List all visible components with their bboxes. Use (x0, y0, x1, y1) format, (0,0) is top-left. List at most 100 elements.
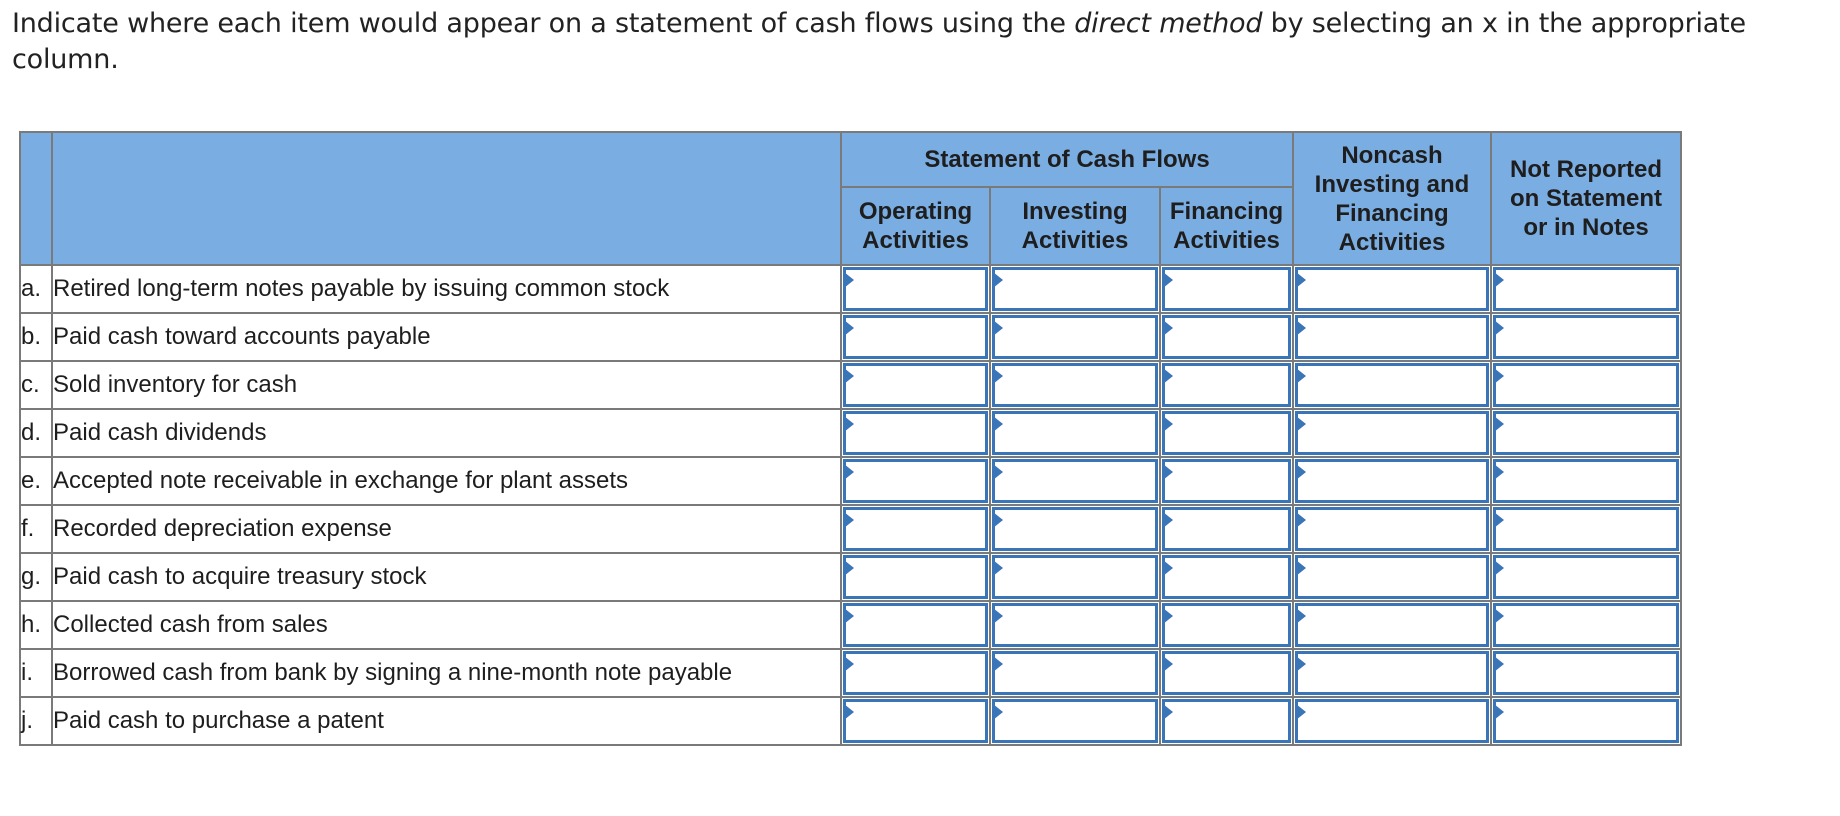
select-noncash[interactable] (1295, 363, 1489, 407)
dropdown-flag-icon (1296, 272, 1306, 288)
item-description: Paid cash toward accounts payable (51, 312, 842, 362)
select-financing[interactable] (1162, 363, 1291, 407)
select-financing[interactable] (1162, 555, 1291, 599)
select-not-reported[interactable] (1493, 363, 1679, 407)
dropdown-flag-icon (1296, 320, 1306, 336)
select-noncash[interactable] (1295, 507, 1489, 551)
select-financing[interactable] (1162, 411, 1291, 455)
header-blank-letter (19, 131, 53, 266)
select-investing[interactable] (992, 315, 1158, 359)
select-operating[interactable] (843, 411, 988, 455)
select-financing[interactable] (1162, 651, 1291, 695)
select-financing[interactable] (1162, 603, 1291, 647)
select-financing[interactable] (1162, 699, 1291, 743)
dropdown-flag-icon (1494, 608, 1504, 624)
select-not-reported[interactable] (1493, 603, 1679, 647)
dropdown-flag-icon (1494, 464, 1504, 480)
select-not-reported[interactable] (1493, 651, 1679, 695)
item-letter: f. (19, 504, 53, 554)
select-not-reported[interactable] (1493, 459, 1679, 503)
select-noncash[interactable] (1295, 315, 1489, 359)
dropdown-flag-icon (844, 272, 854, 288)
header-noncash: Noncash Investing and Financing Activiti… (1292, 131, 1492, 266)
select-not-reported[interactable] (1493, 699, 1679, 743)
dropdown-flag-icon (993, 368, 1003, 384)
select-investing[interactable] (992, 603, 1158, 647)
select-not-reported[interactable] (1493, 507, 1679, 551)
select-operating[interactable] (843, 555, 988, 599)
select-not-reported[interactable] (1493, 267, 1679, 311)
table-row: j. Paid cash to purchase a patent (19, 696, 1682, 746)
dropdown-flag-icon (1163, 272, 1173, 288)
dropdown-flag-icon (1296, 512, 1306, 528)
select-investing[interactable] (992, 651, 1158, 695)
dropdown-flag-icon (1494, 656, 1504, 672)
select-financing[interactable] (1162, 507, 1291, 551)
select-operating[interactable] (843, 267, 988, 311)
select-noncash[interactable] (1295, 411, 1489, 455)
dropdown-flag-icon (993, 608, 1003, 624)
dropdown-flag-icon (844, 464, 854, 480)
select-operating[interactable] (843, 603, 988, 647)
select-investing[interactable] (992, 459, 1158, 503)
table-row: c. Sold inventory for cash (19, 360, 1682, 410)
header-statement-of-cash-flows: Statement of Cash Flows (840, 131, 1294, 188)
select-noncash[interactable] (1295, 603, 1489, 647)
select-operating[interactable] (843, 651, 988, 695)
table-row: i. Borrowed cash from bank by signing a … (19, 648, 1682, 698)
header-operating: Operating Activities (840, 186, 991, 266)
item-letter: j. (19, 696, 53, 746)
select-financing[interactable] (1162, 315, 1291, 359)
dropdown-flag-icon (1296, 656, 1306, 672)
select-operating[interactable] (843, 315, 988, 359)
table-row: f. Recorded depreciation expense (19, 504, 1682, 554)
select-noncash[interactable] (1295, 699, 1489, 743)
item-letter: c. (19, 360, 53, 410)
select-noncash[interactable] (1295, 267, 1489, 311)
dropdown-flag-icon (993, 704, 1003, 720)
dropdown-flag-icon (1163, 560, 1173, 576)
header-financing: Financing Activities (1159, 186, 1294, 266)
instructions: Indicate where each item would appear on… (12, 6, 1792, 78)
item-letter: i. (19, 648, 53, 698)
dropdown-flag-icon (844, 368, 854, 384)
select-investing[interactable] (992, 363, 1158, 407)
dropdown-flag-icon (993, 464, 1003, 480)
select-noncash[interactable] (1295, 651, 1489, 695)
dropdown-flag-icon (993, 272, 1003, 288)
table-row: h. Collected cash from sales (19, 600, 1682, 650)
select-operating[interactable] (843, 459, 988, 503)
select-investing[interactable] (992, 267, 1158, 311)
table-row: a. Retired long-term notes payable by is… (19, 264, 1682, 314)
select-noncash[interactable] (1295, 459, 1489, 503)
dropdown-flag-icon (1494, 560, 1504, 576)
select-investing[interactable] (992, 507, 1158, 551)
dropdown-flag-icon (1163, 320, 1173, 336)
select-noncash[interactable] (1295, 555, 1489, 599)
select-financing[interactable] (1162, 267, 1291, 311)
select-investing[interactable] (992, 411, 1158, 455)
dropdown-flag-icon (993, 656, 1003, 672)
instructions-text-2: by selecting an x in the appropriate col… (12, 8, 1746, 75)
dropdown-flag-icon (993, 320, 1003, 336)
dropdown-flag-icon (1494, 320, 1504, 336)
select-not-reported[interactable] (1493, 555, 1679, 599)
dropdown-flag-icon (1163, 512, 1173, 528)
select-investing[interactable] (992, 699, 1158, 743)
dropdown-flag-icon (1296, 608, 1306, 624)
item-description: Sold inventory for cash (51, 360, 842, 410)
select-operating[interactable] (843, 699, 988, 743)
instructions-emphasis: direct method (1074, 8, 1263, 39)
header-blank-item (51, 131, 842, 266)
item-description: Paid cash to purchase a patent (51, 696, 842, 746)
select-financing[interactable] (1162, 459, 1291, 503)
select-not-reported[interactable] (1493, 315, 1679, 359)
dropdown-flag-icon (1296, 416, 1306, 432)
item-letter: h. (19, 600, 53, 650)
dropdown-flag-icon (1494, 512, 1504, 528)
select-operating[interactable] (843, 507, 988, 551)
item-letter: g. (19, 552, 53, 602)
select-not-reported[interactable] (1493, 411, 1679, 455)
select-operating[interactable] (843, 363, 988, 407)
select-investing[interactable] (992, 555, 1158, 599)
